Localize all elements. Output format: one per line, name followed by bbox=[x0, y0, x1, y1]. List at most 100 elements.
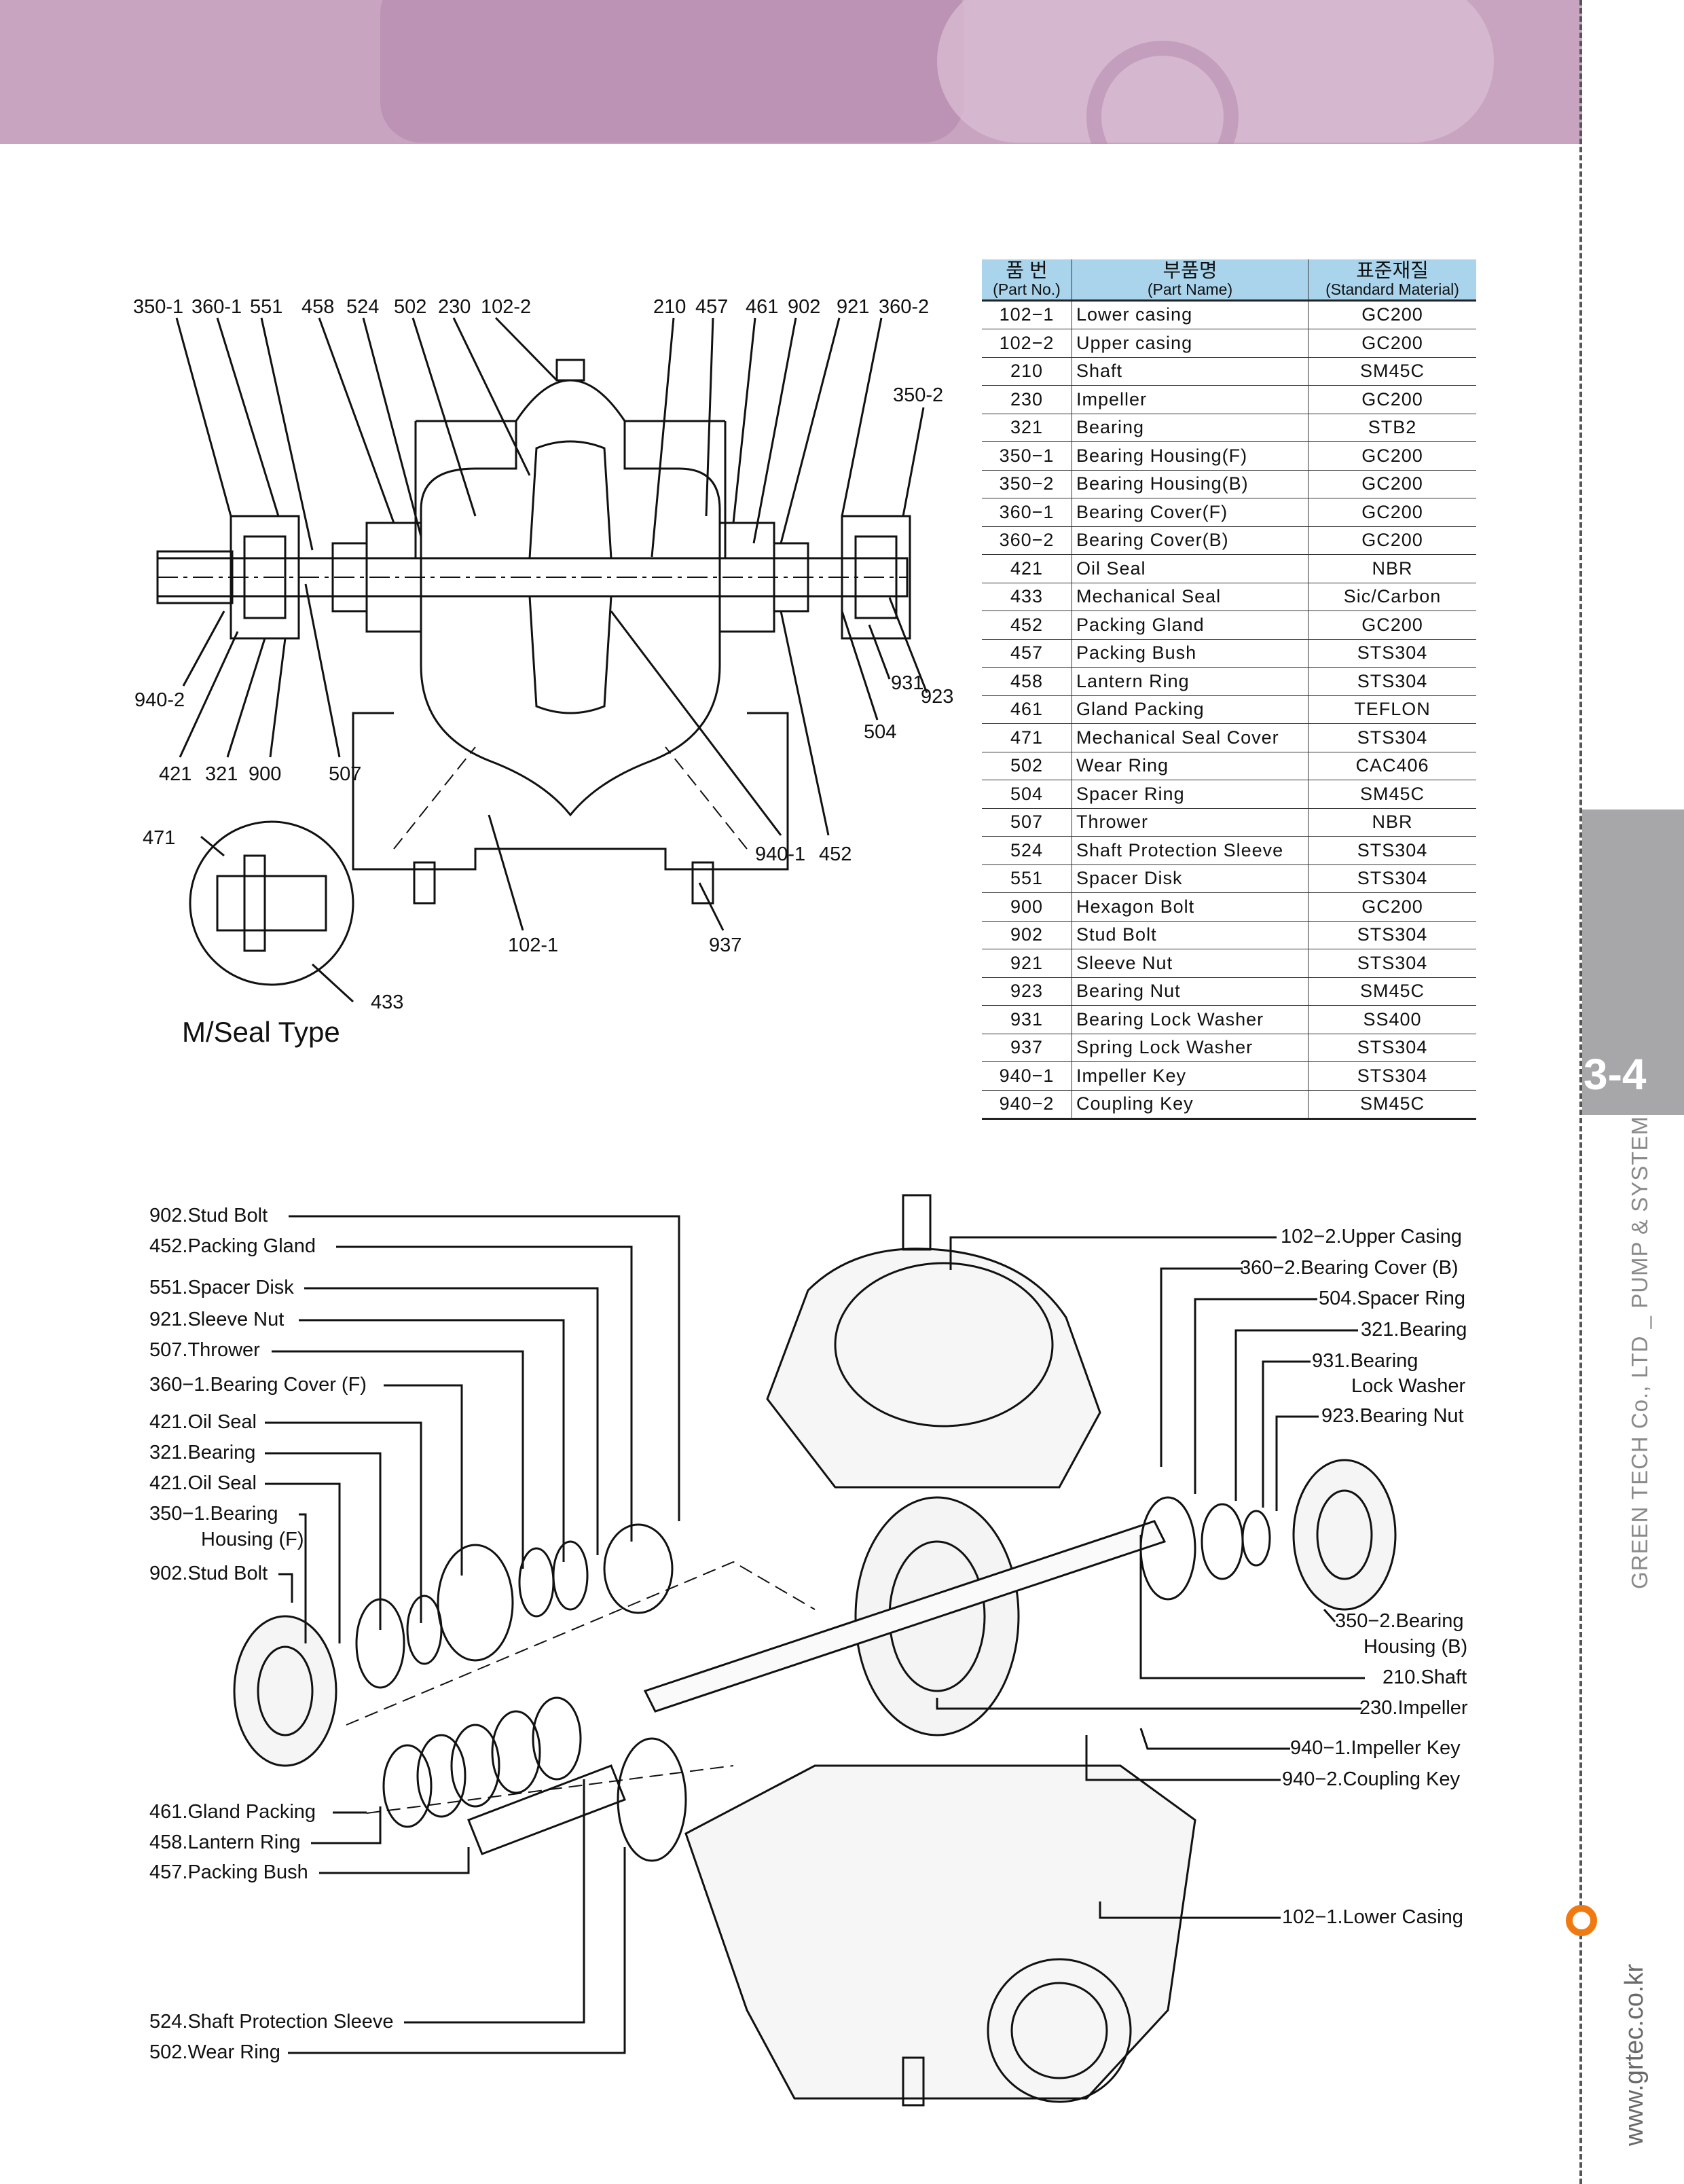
label-350-2-bearing: 350−2.Bearing bbox=[1335, 1610, 1464, 1632]
label-902-stud-bolt: 902.Stud Bolt bbox=[149, 1205, 268, 1226]
label-457-packing-bush: 457.Packing Bush bbox=[149, 1861, 308, 1883]
label-902: 902 bbox=[788, 296, 821, 318]
part-no-cell: 350−2 bbox=[982, 470, 1072, 499]
label-461: 461 bbox=[746, 296, 779, 318]
part-no-cell: 350−1 bbox=[982, 441, 1072, 471]
material-cell: STS304 bbox=[1308, 864, 1476, 894]
material-cell: SS400 bbox=[1308, 1005, 1476, 1034]
col-part-name: 부품명(Part Name) bbox=[1072, 259, 1308, 302]
part-name-cell: Mechanical Seal bbox=[1072, 583, 1308, 612]
part-name-cell: Bearing Housing(B) bbox=[1072, 470, 1308, 499]
label-lock-washer: Lock Washer bbox=[1351, 1375, 1466, 1397]
part-name-cell: Bearing Cover(B) bbox=[1072, 526, 1308, 556]
material-cell: GC200 bbox=[1308, 526, 1476, 556]
material-cell: GC200 bbox=[1308, 892, 1476, 922]
part-name-cell: Bearing Nut bbox=[1072, 977, 1308, 1006]
label-102-1: 102-1 bbox=[508, 934, 559, 956]
label-457: 457 bbox=[695, 296, 729, 318]
part-no-cell: 321 bbox=[982, 414, 1072, 443]
label-421-oil-seal-1: 421.Oil Seal bbox=[149, 1411, 257, 1433]
part-name-cell: Wear Ring bbox=[1072, 752, 1308, 781]
part-no-cell: 940−1 bbox=[982, 1061, 1072, 1091]
part-no-cell: 433 bbox=[982, 583, 1072, 612]
margin-dashed-line bbox=[1579, 0, 1582, 2184]
part-name-cell: Oil Seal bbox=[1072, 554, 1308, 583]
label-921: 921 bbox=[837, 296, 870, 318]
part-name-cell: Hexagon Bolt bbox=[1072, 892, 1308, 922]
label-321-bearing-b: 321.Bearing bbox=[1361, 1319, 1467, 1341]
part-name-cell: Spacer Disk bbox=[1072, 864, 1308, 894]
material-cell: GC200 bbox=[1308, 385, 1476, 414]
label-504: 504 bbox=[864, 721, 897, 743]
part-name-cell: Spacer Ring bbox=[1072, 780, 1308, 809]
label-902-stud-bolt-2: 902.Stud Bolt bbox=[149, 1563, 268, 1584]
label-230: 230 bbox=[438, 296, 471, 318]
part-no-cell: 502 bbox=[982, 752, 1072, 781]
label-502: 502 bbox=[394, 296, 427, 318]
part-name-cell: Bearing Lock Washer bbox=[1072, 1005, 1308, 1034]
page-number: 3-4 bbox=[1584, 1050, 1647, 1099]
label-471: 471 bbox=[143, 827, 176, 849]
part-name-cell: Impeller bbox=[1072, 385, 1308, 414]
orange-circle-icon bbox=[1566, 1905, 1597, 1936]
material-cell: GC200 bbox=[1308, 329, 1476, 358]
part-no-cell: 923 bbox=[982, 977, 1072, 1006]
label-421: 421 bbox=[159, 763, 192, 785]
label-321-bearing: 321.Bearing bbox=[149, 1442, 256, 1463]
material-cell: SM45C bbox=[1308, 780, 1476, 809]
label-102-1-lower-casing: 102−1.Lower Casing bbox=[1282, 1906, 1463, 1928]
material-cell: TEFLON bbox=[1308, 695, 1476, 725]
material-cell: STS304 bbox=[1308, 723, 1476, 752]
part-name-cell: Thrower bbox=[1072, 808, 1308, 837]
label-923-bearing-nut: 923.Bearing Nut bbox=[1321, 1405, 1464, 1427]
label-940-2-coupling-key: 940−2.Coupling Key bbox=[1282, 1768, 1461, 1790]
label-940-1-impeller-key: 940−1.Impeller Key bbox=[1290, 1737, 1461, 1759]
label-502-wear-ring: 502.Wear Ring bbox=[149, 2041, 280, 2063]
material-cell: GC200 bbox=[1308, 470, 1476, 499]
label-360-2: 360-2 bbox=[879, 296, 930, 318]
part-no-cell: 900 bbox=[982, 892, 1072, 922]
label-360-1-bearing-cover: 360−1.Bearing Cover (F) bbox=[149, 1374, 367, 1396]
part-no-cell: 461 bbox=[982, 695, 1072, 725]
material-cell: STS304 bbox=[1308, 921, 1476, 950]
material-cell: STS304 bbox=[1308, 1061, 1476, 1091]
part-no-cell: 210 bbox=[982, 357, 1072, 386]
label-350-1: 350-1 bbox=[133, 296, 184, 318]
banner-motor-shape bbox=[380, 0, 964, 143]
label-421-oil-seal-2: 421.Oil Seal bbox=[149, 1472, 257, 1494]
part-no-cell: 452 bbox=[982, 611, 1072, 640]
label-931-bearing: 931.Bearing bbox=[1312, 1350, 1418, 1372]
part-name-cell: Spring Lock Washer bbox=[1072, 1034, 1308, 1063]
part-name-cell: Lantern Ring bbox=[1072, 667, 1308, 696]
part-name-cell: Bearing Cover(F) bbox=[1072, 498, 1308, 527]
part-no-cell: 360−2 bbox=[982, 526, 1072, 556]
material-cell: CAC406 bbox=[1308, 752, 1476, 781]
label-524-shaft-sleeve: 524.Shaft Protection Sleeve bbox=[149, 2011, 394, 2033]
part-no-cell: 507 bbox=[982, 808, 1072, 837]
label-102-2-upper-casing: 102−2.Upper Casing bbox=[1281, 1226, 1462, 1248]
part-name-cell: Shaft bbox=[1072, 357, 1308, 386]
label-504-spacer-ring: 504.Spacer Ring bbox=[1319, 1288, 1466, 1309]
material-cell: STS304 bbox=[1308, 667, 1476, 696]
part-no-cell: 940−2 bbox=[982, 1090, 1072, 1121]
part-no-cell: 458 bbox=[982, 667, 1072, 696]
part-no-cell: 937 bbox=[982, 1034, 1072, 1063]
part-no-cell: 524 bbox=[982, 836, 1072, 865]
label-housing-f: Housing (F) bbox=[201, 1529, 304, 1550]
label-524: 524 bbox=[346, 296, 380, 318]
